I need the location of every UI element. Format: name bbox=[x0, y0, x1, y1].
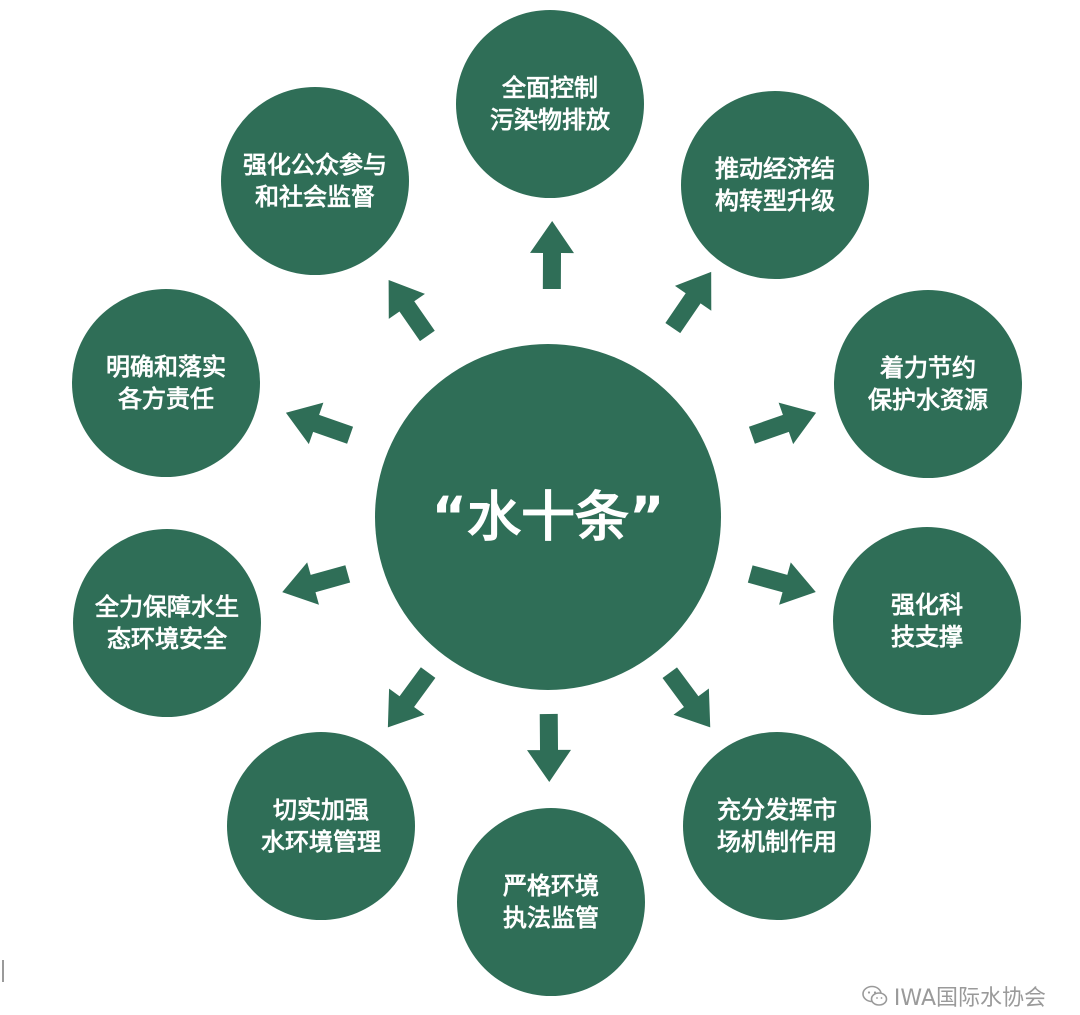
node-circle bbox=[834, 290, 1022, 478]
node-label-line: 技支撑 bbox=[891, 623, 963, 651]
node-label-line: 场机制作用 bbox=[717, 828, 837, 856]
node-label-line: 水环境管理 bbox=[261, 828, 381, 856]
node-label-line: 推动经济结 bbox=[715, 155, 835, 183]
node-label-line: 强化公众参与 bbox=[243, 151, 387, 179]
node-circle bbox=[681, 91, 869, 279]
center-label: “水十条” bbox=[432, 486, 665, 549]
node-circle bbox=[456, 10, 644, 198]
node-label-line: 严格环境 bbox=[503, 872, 599, 900]
arrow-to-tech-support bbox=[747, 562, 816, 605]
node-label-line: 强化科 bbox=[891, 591, 963, 619]
arrow-to-economic-structure bbox=[665, 271, 712, 334]
wechat-icon bbox=[862, 985, 888, 1006]
arrow-to-water-conservation bbox=[748, 402, 817, 445]
node-label-line: 构转型升级 bbox=[715, 187, 835, 215]
watermark: IWA国际水协会 bbox=[862, 983, 1046, 1011]
node-label-line: 充分发挥市 bbox=[717, 796, 837, 824]
node-label-line: 各方责任 bbox=[117, 385, 214, 413]
nodes-layer: 全面控制污染物排放推动经济结构转型升级着力节约保护水资源强化科技支撑充分发挥市场… bbox=[72, 10, 1022, 996]
node-circle bbox=[227, 732, 415, 920]
arrow-to-pollution-control bbox=[530, 221, 575, 290]
node-label-line: 和社会监督 bbox=[255, 183, 375, 211]
center-circle bbox=[375, 344, 721, 690]
node-circle bbox=[833, 527, 1021, 715]
node-circle bbox=[221, 87, 409, 275]
arrow-to-law-enforcement bbox=[527, 713, 572, 782]
arrows-layer bbox=[282, 221, 817, 782]
node-label-line: 全力保障水生 bbox=[94, 593, 239, 621]
arrow-to-market-mechanism bbox=[662, 667, 711, 728]
node-label-line: 污染物排放 bbox=[490, 106, 611, 134]
node-circle bbox=[683, 732, 871, 920]
node-label-line: 保护水资源 bbox=[867, 386, 988, 414]
arrow-to-public-participation bbox=[388, 280, 435, 342]
arrow-to-environment-management bbox=[387, 667, 436, 728]
node-label-line: 全面控制 bbox=[501, 74, 598, 102]
edge-mark bbox=[2, 960, 4, 982]
node-label-line: 切实加强 bbox=[273, 796, 369, 824]
node-label-line: 态环境安全 bbox=[107, 625, 228, 653]
arrow-to-ecological-safety bbox=[282, 562, 351, 605]
center-layer: “水十条” bbox=[375, 344, 721, 690]
node-label-line: 着力节约 bbox=[880, 354, 976, 382]
node-label-line: 明确和落实 bbox=[106, 353, 226, 381]
node-circle bbox=[457, 808, 645, 996]
node-circle bbox=[72, 289, 260, 477]
watermark-text: IWA国际水协会 bbox=[893, 986, 1046, 1011]
arrow-to-responsibilities bbox=[285, 402, 354, 445]
node-label-line: 执法监管 bbox=[503, 904, 599, 932]
node-circle bbox=[73, 529, 261, 717]
